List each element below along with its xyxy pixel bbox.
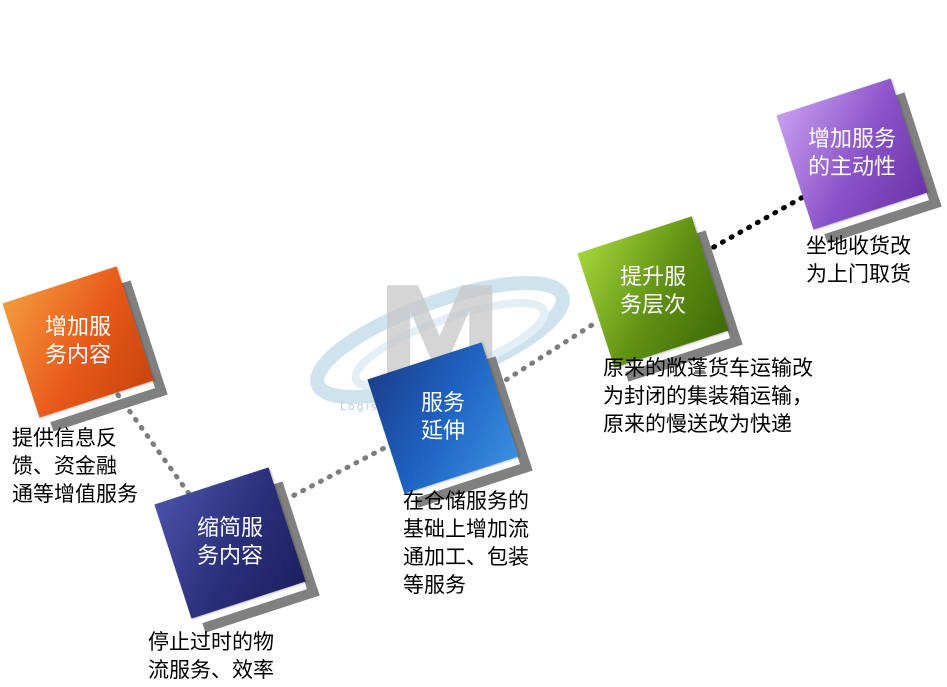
step-title-4: 提升服 务层次 — [619, 265, 686, 318]
step-description-4: 原来的敞蓬货车运输改 为封闭的集装箱运输， 原来的慢送改为快递 — [603, 356, 813, 436]
step-title-3: 服务 延伸 — [420, 391, 465, 444]
step-title-2: 缩简服 务内容 — [196, 516, 263, 569]
step-box-2: 缩简服 务内容 — [154, 467, 320, 633]
step-box-3: 服务 延伸 — [367, 342, 533, 508]
step-box-5: 增加服务 的主动性 — [776, 78, 942, 244]
step-box-1: 增加服 务内容 — [2, 266, 168, 432]
step-title-5: 增加服务 的主动性 — [807, 127, 896, 180]
step-description-5: 坐地收货改 为上门取货 — [806, 234, 911, 286]
step-description-2: 停止过时的物 流服务、效率 — [148, 630, 274, 682]
step-title-1: 增加服 务内容 — [44, 315, 111, 368]
step-description-1: 提供信息反 馈、资金融 通等增值服务 — [12, 426, 138, 506]
step-description-3: 在仓储服务的 基础上增加流 通加工、包装 等服务 — [403, 489, 529, 597]
step-box-4: 提升服 务层次 — [577, 216, 743, 382]
